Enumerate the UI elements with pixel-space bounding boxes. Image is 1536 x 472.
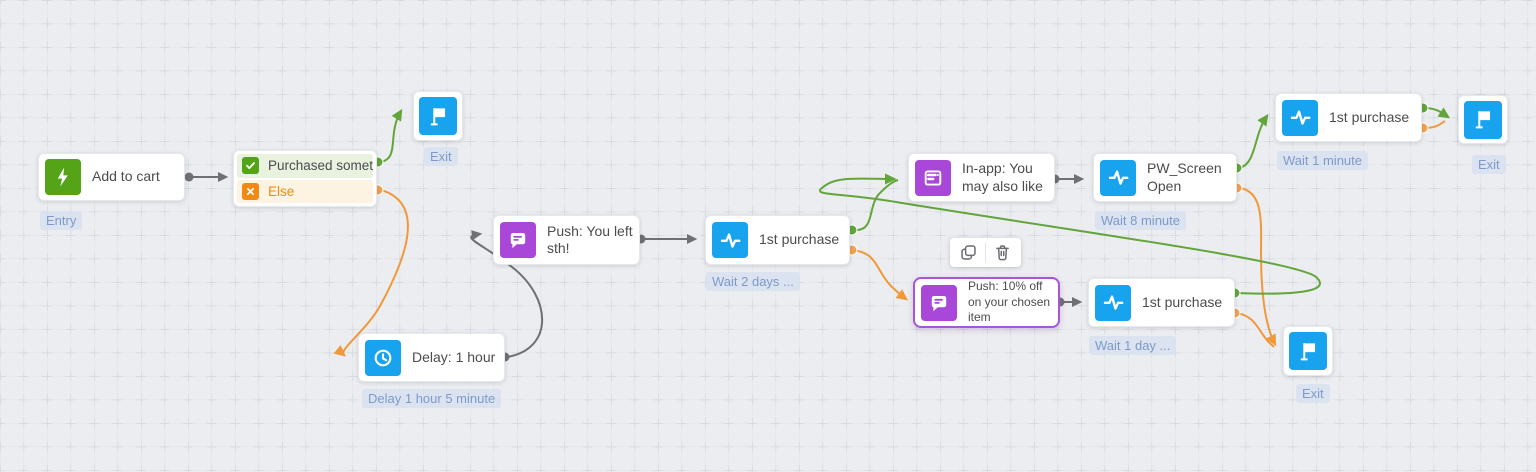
node-exit-topright[interactable] (1458, 95, 1508, 144)
node-exit-bottom[interactable] (1283, 326, 1333, 376)
pulse-icon (1282, 99, 1318, 136)
wait-badge: Wait 2 days ... (706, 272, 800, 291)
branch-label: Purchased somet... (268, 158, 373, 174)
trash-icon (996, 245, 1009, 261)
delay-badge: Delay 1 hour 5 minute (362, 389, 502, 408)
wait-badge: Wait 1 minute (1277, 151, 1368, 170)
toolbar-divider (985, 243, 986, 262)
node-label: 1st purchase (1329, 108, 1410, 125)
node-add-to-cart[interactable]: Add to cart (38, 153, 185, 201)
flag-icon (1289, 332, 1327, 370)
node-label: Push: You left sth! (547, 222, 633, 257)
wait-badge: Wait 1 day ... (1089, 336, 1177, 355)
chat-bubble-icon (500, 222, 536, 258)
edge-pwscreen-purchasetopright (1239, 113, 1269, 169)
node-label: Delay: 1 hour (412, 348, 496, 365)
exit-badge: Exit (1472, 155, 1506, 174)
node-label: PW_ScreenOpen (1147, 160, 1222, 194)
inapp-message-icon (915, 159, 951, 196)
flag-icon (1464, 100, 1502, 139)
edge-purchased-exit (380, 108, 403, 163)
copy-icon (961, 245, 976, 260)
node-pw-screenopen[interactable]: PW_ScreenOpen (1093, 153, 1237, 202)
node-delay[interactable]: Delay: 1 hour (358, 333, 505, 382)
check-icon (242, 157, 259, 175)
node-push-left-sth[interactable]: Push: You left sth! (493, 215, 640, 265)
x-icon (242, 182, 259, 200)
node-exit-top[interactable] (413, 91, 463, 141)
node-label: 1st purchase (1142, 293, 1223, 310)
clock-icon (365, 339, 401, 376)
node-1st-purchase-topright[interactable]: 1st purchase (1275, 93, 1422, 142)
output-port[interactable] (184, 172, 194, 182)
branch-label: Else (268, 183, 295, 199)
lightning-icon (45, 159, 81, 195)
edge-purchasebottom-exitbottom (1235, 312, 1275, 348)
pulse-icon (712, 222, 748, 258)
exit-badge: Exit (424, 147, 458, 166)
edge-purchasebottom-inapp (819, 173, 1321, 295)
node-inapp[interactable]: In-app: You may also like (908, 153, 1055, 202)
edge-purchasemid-pushselected (852, 249, 909, 301)
copy-button[interactable] (952, 239, 985, 266)
node-1st-purchase-mid[interactable]: 1st purchase (705, 215, 850, 265)
edge-delay-push (470, 230, 544, 358)
flag-icon (419, 97, 457, 135)
node-toolbar (950, 238, 1021, 267)
chat-bubble-icon (921, 284, 957, 321)
edge-pwscreen-exitbottom (1239, 187, 1277, 347)
exit-badge: Exit (1296, 384, 1330, 403)
wait-badge: Wait 8 minute (1095, 211, 1186, 230)
node-label: In-app: You may also like (962, 160, 1043, 194)
condition-branch-purchased[interactable]: Purchased somet... (237, 154, 373, 178)
edge-else-delay (333, 189, 409, 357)
node-1st-purchase-bottom[interactable]: 1st purchase (1088, 278, 1235, 327)
node-condition[interactable]: Purchased somet... Else (233, 150, 377, 207)
pulse-icon (1095, 284, 1131, 321)
node-push-10-off[interactable]: Push: 10% off on your chosen item (913, 277, 1060, 328)
delete-button[interactable] (986, 239, 1019, 266)
node-label: Add to cart (92, 168, 160, 185)
entry-badge: Entry (40, 211, 83, 230)
node-label: Push: 10% off on your chosen item (968, 279, 1051, 325)
node-label: 1st purchase (759, 231, 840, 248)
pulse-icon (1100, 159, 1136, 196)
condition-branch-else[interactable]: Else (237, 179, 373, 203)
